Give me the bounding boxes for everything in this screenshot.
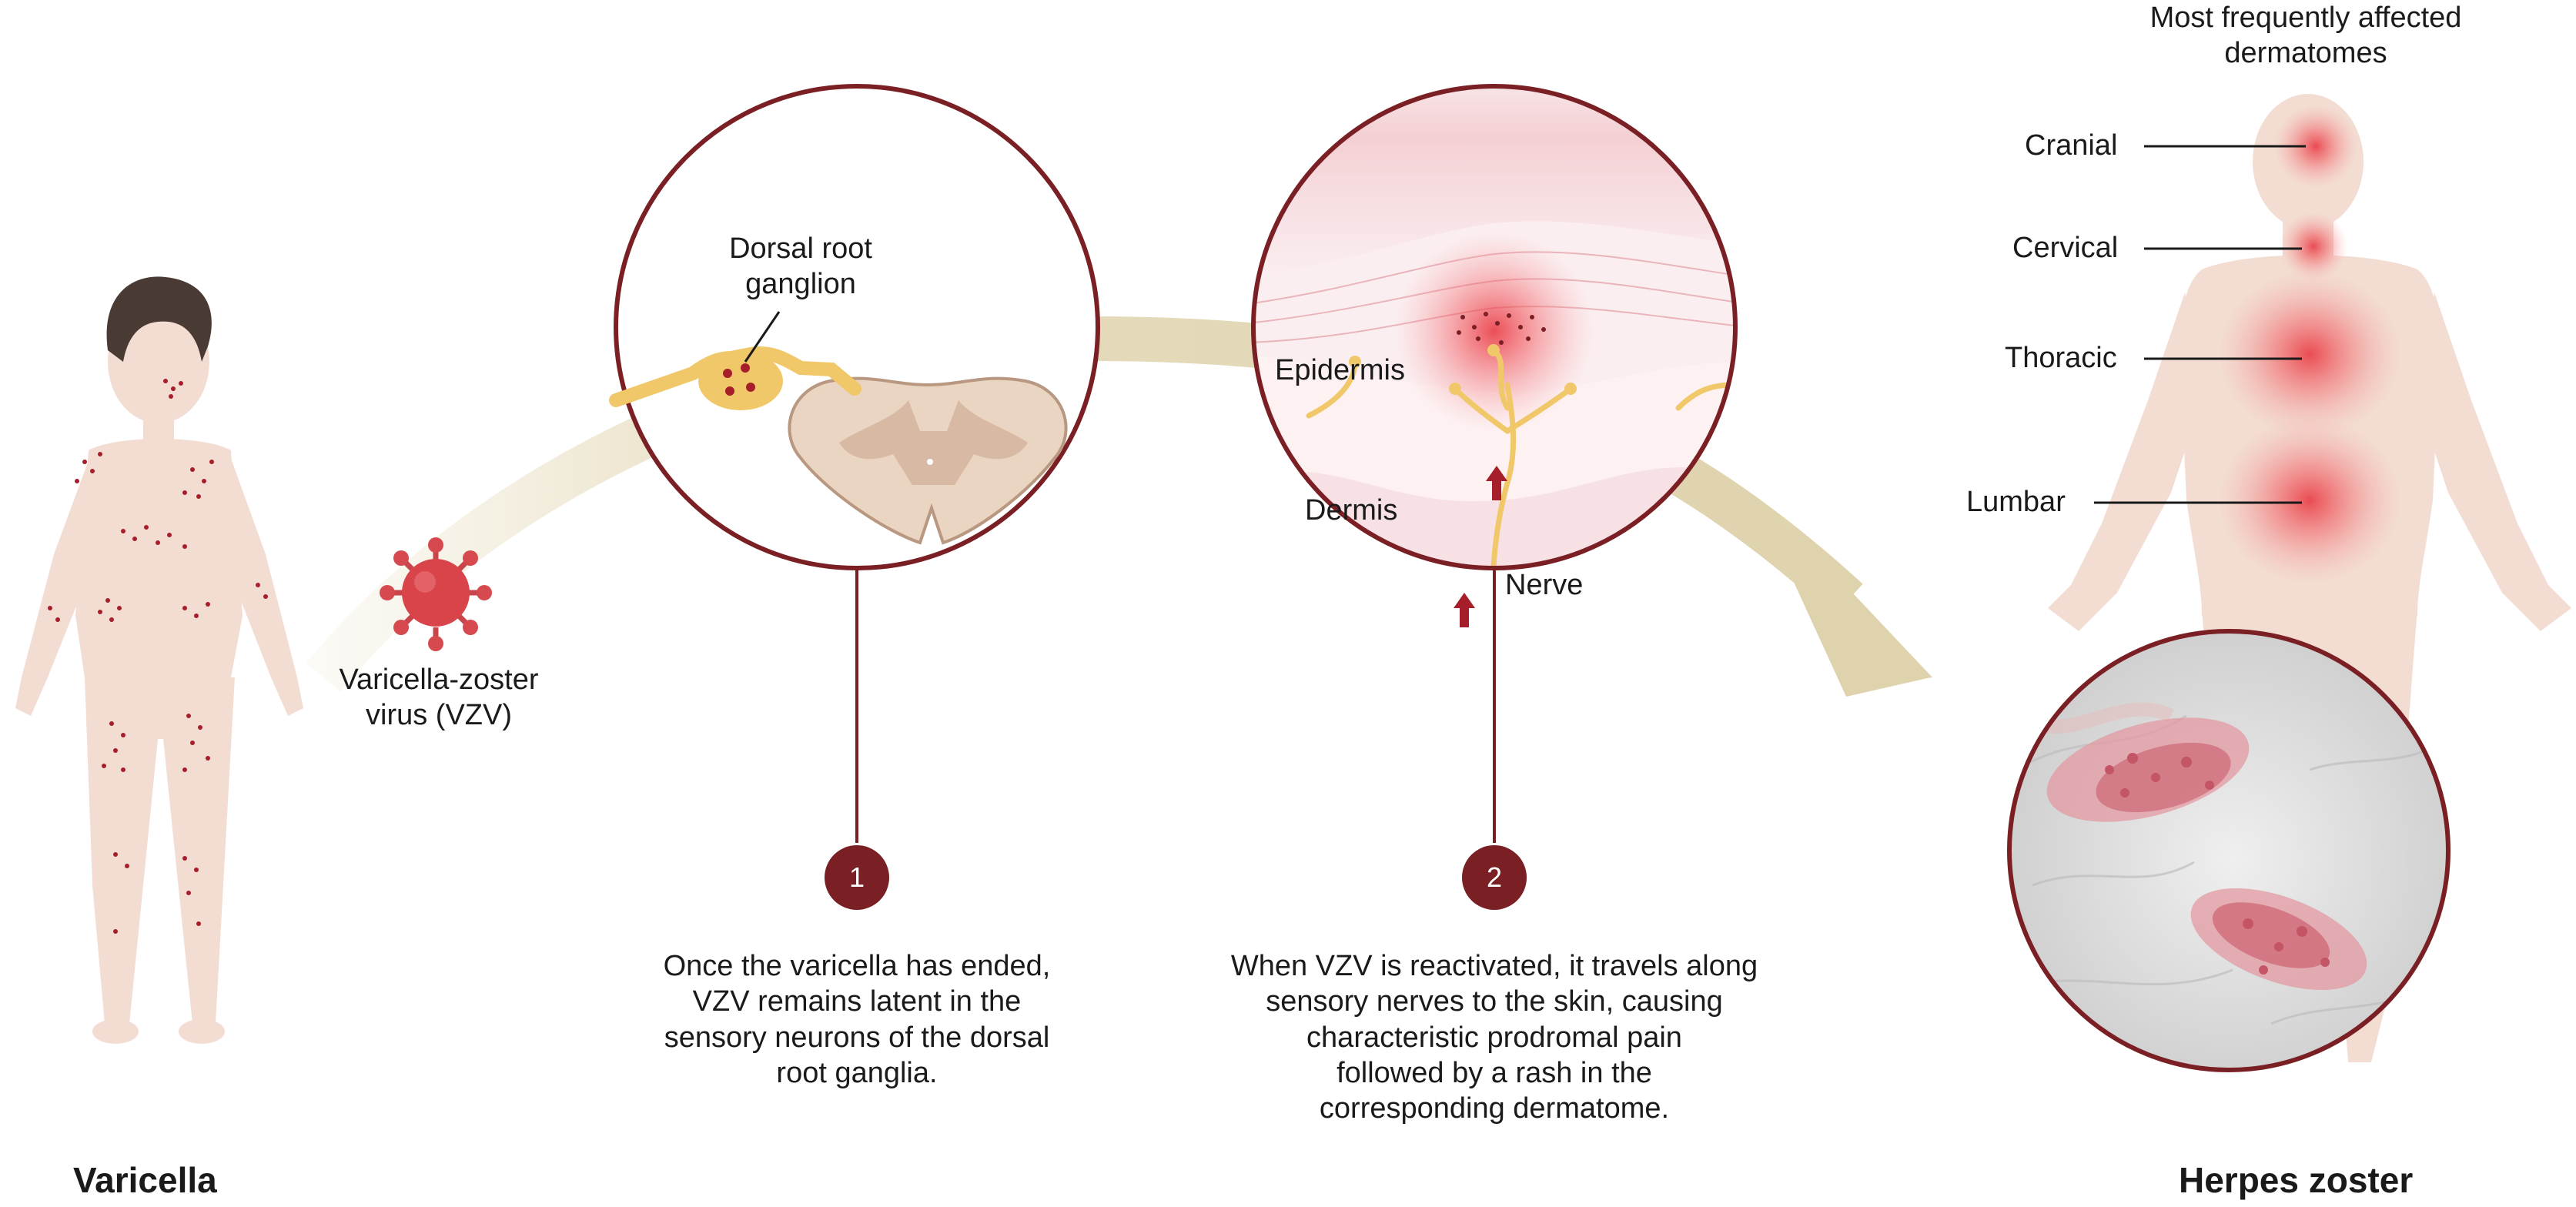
dermatome-lumbar: Lumbar <box>1966 486 2066 518</box>
dermatome-glows <box>2217 104 2402 585</box>
step-1-number: 1 <box>848 861 865 893</box>
vzv-virus-icon <box>380 537 492 651</box>
varicella-rash <box>48 379 268 934</box>
varicella-title: Varicella <box>73 1160 217 1200</box>
step-2-marker <box>1462 845 1527 910</box>
reactivation-arrow-icon <box>1454 466 1507 627</box>
nerve-label: Nerve <box>1505 569 1584 601</box>
epidermis-label: Epidermis <box>1275 354 1405 386</box>
dermatome-cervical: Cervical <box>2012 232 2119 264</box>
child-figure <box>15 276 303 1044</box>
virus-label: Varicella-zoster virus (VZV) <box>339 664 539 732</box>
herpes-zoster-title: Herpes zoster <box>2179 1160 2414 1200</box>
dermis-label: Dermis <box>1305 494 1398 527</box>
spinal-cord-icon <box>788 376 1068 545</box>
dermatome-cranial: Cranial <box>2025 129 2118 162</box>
step-2-text: When VZV is reactivated, it travels alon… <box>1230 950 1758 1125</box>
zoster-photo-frame <box>2007 629 2451 1072</box>
ganglion-label: Dorsal root ganglion <box>729 232 872 301</box>
rash-dots <box>1457 312 1546 345</box>
step-1-marker <box>825 845 889 910</box>
dermatome-thoracic: Thoracic <box>2005 342 2117 374</box>
zoster-rash-photo <box>2009 631 2448 1070</box>
ganglion-leader-line <box>744 311 781 363</box>
step-2-number: 2 <box>1486 861 1503 893</box>
dermatomes-header: Most frequently affected dermatomes <box>2149 2 2462 70</box>
step-1-text: Once the varicella has ended, VZV remain… <box>663 950 1051 1090</box>
